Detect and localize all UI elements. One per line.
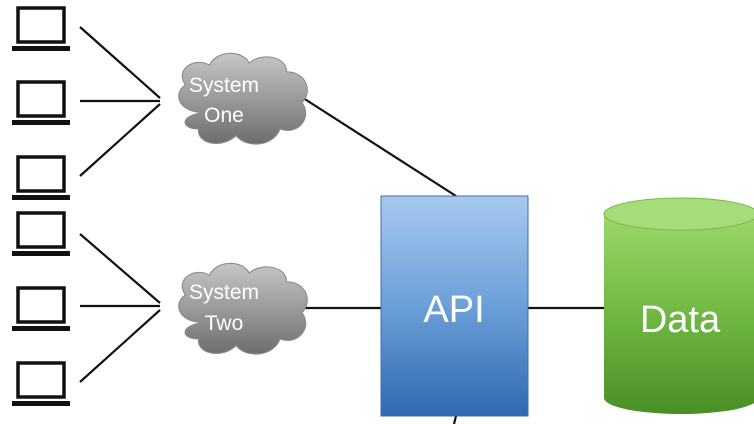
- system-two-cloud: [178, 262, 308, 355]
- connector-system-one-api: [299, 95, 457, 197]
- laptop-icon: [10, 286, 72, 333]
- system-two-label-line1: System: [189, 281, 259, 304]
- database-cylinder-icon: [603, 197, 754, 414]
- client-laptops: [10, 6, 72, 408]
- connector-laptop6-system-two: [79, 309, 161, 383]
- connector-laptop1-system-one: [79, 26, 161, 99]
- laptop-icon: [10, 6, 72, 53]
- system-one-label-line2: One: [204, 104, 244, 127]
- laptop-icon: [10, 80, 72, 127]
- laptop-icon: [10, 361, 72, 408]
- connector-laptop4-system-two: [79, 233, 161, 304]
- data-label: Data: [640, 299, 721, 341]
- api-label: API: [423, 289, 484, 331]
- connector-lines: [79, 26, 606, 424]
- laptop-icon: [10, 155, 72, 202]
- connector-laptop3-system-one: [79, 103, 161, 177]
- laptop-icon: [10, 211, 72, 258]
- api-box: [380, 195, 529, 417]
- system-one-cloud: [178, 52, 308, 145]
- connector-api-bottom: [452, 415, 458, 424]
- cloud-icon: [178, 262, 308, 355]
- system-one-label-line1: System: [189, 74, 259, 97]
- cloud-icon: [178, 52, 308, 145]
- system-two-label-line2: Two: [205, 312, 244, 335]
